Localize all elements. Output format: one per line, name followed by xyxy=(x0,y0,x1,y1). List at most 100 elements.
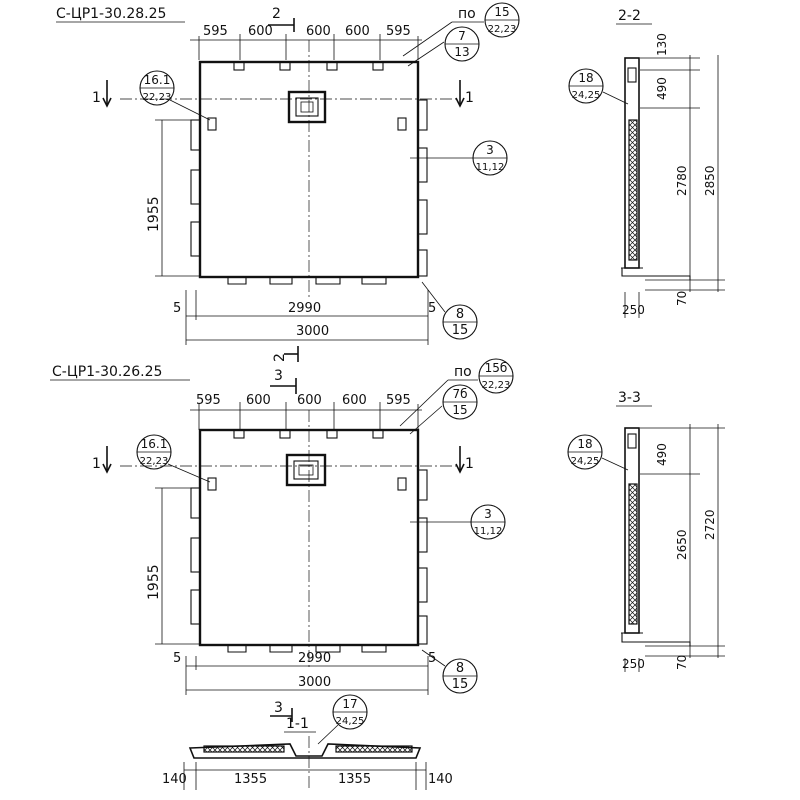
svg-text:2: 2 xyxy=(272,6,281,22)
panel-2-callout-3: 3 11,12 xyxy=(410,504,506,540)
svg-text:18: 18 xyxy=(578,71,593,85)
panel-2-dim-1955: 1955 xyxy=(146,487,200,645)
panel-1-po-label: по xyxy=(458,6,476,22)
panel-1-plate-left xyxy=(207,117,217,131)
panel-1-bottom-keys xyxy=(200,276,418,285)
panel-2-callout-16-1: 16.1 22,23 xyxy=(136,434,211,483)
panel-1-callout-3: 3 11,12 xyxy=(410,140,508,176)
section-3-3: 3-3 490 2650 2720 250 70 18 24,25 xyxy=(567,390,725,672)
panel-2-bottom-dimensions: 5 5 2990 3000 xyxy=(173,651,436,695)
panel-1-callout-15: 15 22,23 xyxy=(484,2,520,38)
panel-1-dim-3000: 3000 xyxy=(296,324,329,339)
panel-2-plate-left xyxy=(207,477,217,491)
svg-text:8: 8 xyxy=(456,661,464,676)
panel-1-dim-600-c: 600 xyxy=(345,24,370,39)
panel-2-dim-600-b: 600 xyxy=(297,393,322,408)
section-3-3-dim-2650: 2650 xyxy=(675,529,689,560)
svg-text:1: 1 xyxy=(465,90,474,106)
svg-text:24,25: 24,25 xyxy=(571,456,600,467)
section-3-3-dim-70: 70 xyxy=(675,655,689,670)
section-2-2-insulation xyxy=(628,119,638,261)
panel-1-dim-2990: 2990 xyxy=(288,301,321,316)
svg-text:11,12: 11,12 xyxy=(476,162,505,173)
panel-1-right-ribs xyxy=(417,99,428,277)
panel-2-cut-mark-left: 1 xyxy=(92,446,112,474)
svg-text:22,23: 22,23 xyxy=(482,380,511,391)
panel-2-dim-595-right: 595 xyxy=(386,393,411,408)
panel-1-dim-595-right: 595 xyxy=(386,24,411,39)
panel-2-cut-mark-right: 1 xyxy=(455,446,474,474)
svg-text:15б: 15б xyxy=(485,361,508,375)
svg-text:7: 7 xyxy=(458,29,466,43)
panel-2-center-block xyxy=(285,453,327,487)
panel-2-dim-600-a: 600 xyxy=(246,393,271,408)
section-1-1-insulation-left xyxy=(203,745,285,753)
section-1-1-dim-1355-right: 1355 xyxy=(338,772,371,787)
section-2-2-title: 2-2 xyxy=(618,8,641,24)
panel-1-top-loops xyxy=(233,61,384,71)
panel-2-bottom-keys xyxy=(200,644,418,653)
panel-1-cut-mark-right: 1 xyxy=(455,80,474,108)
panel-1-center-block xyxy=(287,90,327,124)
section-3-3-callout-18: 18 24,25 xyxy=(567,434,629,471)
svg-text:24,25: 24,25 xyxy=(336,716,365,727)
panel-1-dim-600-b: 600 xyxy=(306,24,331,39)
svg-text:1955: 1955 xyxy=(146,564,162,600)
panel-1-callout-7: 7 13 xyxy=(444,26,480,62)
section-1-1-profile xyxy=(188,743,422,759)
svg-text:18: 18 xyxy=(577,437,592,451)
panel-2-po-label: по xyxy=(454,364,472,380)
svg-text:1: 1 xyxy=(92,90,101,106)
svg-text:7б: 7б xyxy=(452,387,467,401)
section-2-2-dim-70: 70 xyxy=(675,291,689,306)
svg-text:1: 1 xyxy=(92,456,101,472)
svg-text:17: 17 xyxy=(342,697,357,711)
svg-text:13: 13 xyxy=(454,45,469,59)
panel-2-plate-right xyxy=(397,477,407,491)
panel-2-dim-5-right: 5 xyxy=(428,651,436,666)
svg-text:22,23: 22,23 xyxy=(488,24,517,35)
svg-text:8: 8 xyxy=(456,307,464,322)
panel-2-dim-600-c: 600 xyxy=(342,393,367,408)
panel-2-callout-8: 8 15 xyxy=(421,649,478,694)
section-1-1-insulation-right xyxy=(335,745,413,753)
panel-2-dim-5: 5 xyxy=(173,651,181,666)
section-2-2-dim-490: 490 xyxy=(655,77,669,100)
panel-2: С-ЦР1-30.26.25 2 3 595 600 600 600 595 xyxy=(50,346,514,695)
panel-2-section-marks: 2 3 xyxy=(270,346,299,394)
panel-2-left-ribs xyxy=(190,487,201,625)
section-2-2-dim-2780: 2780 xyxy=(675,165,689,196)
section-3-3-insulation xyxy=(628,483,638,625)
panel-1-plate-right xyxy=(397,117,407,131)
panel-1-dim-600-a: 600 xyxy=(248,24,273,39)
panel-1: С-ЦР1-30.28.25 595 600 600 600 595 2 xyxy=(56,2,520,345)
svg-text:1: 1 xyxy=(465,456,474,472)
section-2-2-dim-2850: 2850 xyxy=(703,165,717,196)
panel-1-dim-5: 5 xyxy=(173,301,181,316)
svg-text:22,23: 22,23 xyxy=(140,456,169,467)
section-3-3-dim-250: 250 xyxy=(622,657,645,671)
section-1-1-title: 1-1 xyxy=(286,716,309,732)
svg-text:3: 3 xyxy=(484,507,492,521)
svg-text:15: 15 xyxy=(452,677,469,692)
svg-text:3: 3 xyxy=(274,368,283,384)
panel-2-callout-15b: 15б 22,23 xyxy=(478,358,514,394)
panel-1-callout-16-1: 16.1 22,23 xyxy=(139,70,211,121)
section-1-1-callout-17: 17 24,25 xyxy=(317,694,368,745)
section-1-1: 3 1-1 140 1355 1355 140 17 24,25 xyxy=(162,694,453,790)
panel-1-left-ribs xyxy=(190,119,201,257)
svg-text:24,25: 24,25 xyxy=(572,90,601,101)
panel-2-top-loops xyxy=(233,429,384,439)
panel-2-dim-3000: 3000 xyxy=(298,675,331,690)
svg-text:2: 2 xyxy=(272,353,288,362)
panel-1-bottom-dimensions: 5 5 2990 3000 xyxy=(173,290,436,345)
panel-1-top-dimensions: 595 600 600 600 595 xyxy=(190,24,422,60)
section-3-3-dim-2720: 2720 xyxy=(703,509,717,540)
svg-text:22,23: 22,23 xyxy=(143,92,172,103)
panel-2-title: С-ЦР1-30.26.25 xyxy=(52,364,162,380)
section-1-1-dim-1355-left: 1355 xyxy=(234,772,267,787)
panel-1-cut-mark-left: 1 xyxy=(92,80,112,108)
panel-1-section-mark-2: 2 xyxy=(268,6,295,32)
section-2-2: 2-2 130 490 2780 2850 250 70 18 24,25 xyxy=(568,8,725,318)
section-1-1-dim-140-left: 140 xyxy=(162,772,187,787)
